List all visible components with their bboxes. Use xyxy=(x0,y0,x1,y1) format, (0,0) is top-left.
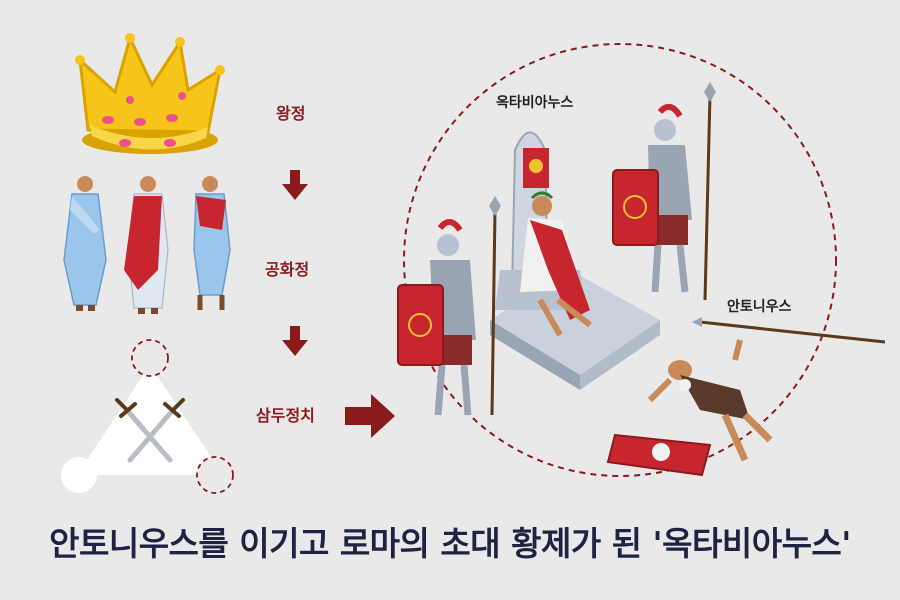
highlight-circle xyxy=(403,43,837,477)
crossed-swords-icon xyxy=(61,339,234,494)
stage-label-triumvirate: 삼두정치 xyxy=(256,406,315,425)
right-arrow-icon xyxy=(345,394,395,438)
battle-scene xyxy=(397,43,886,477)
down-arrow-icon xyxy=(282,326,308,356)
senators-icon xyxy=(63,176,231,314)
label-antony: 안토니우스 xyxy=(727,299,792,315)
label-octavian: 옥타비아누스 xyxy=(496,95,574,111)
stage-label-republic: 공화정 xyxy=(265,260,310,279)
crown-icon xyxy=(75,33,225,154)
stage-label-monarchy: 왕정 xyxy=(276,104,306,123)
down-arrow-icon xyxy=(282,170,308,200)
caption: 안토니우스를 이기고 로마의 초대 황제가 된 '옥타비아누스' xyxy=(49,524,851,563)
